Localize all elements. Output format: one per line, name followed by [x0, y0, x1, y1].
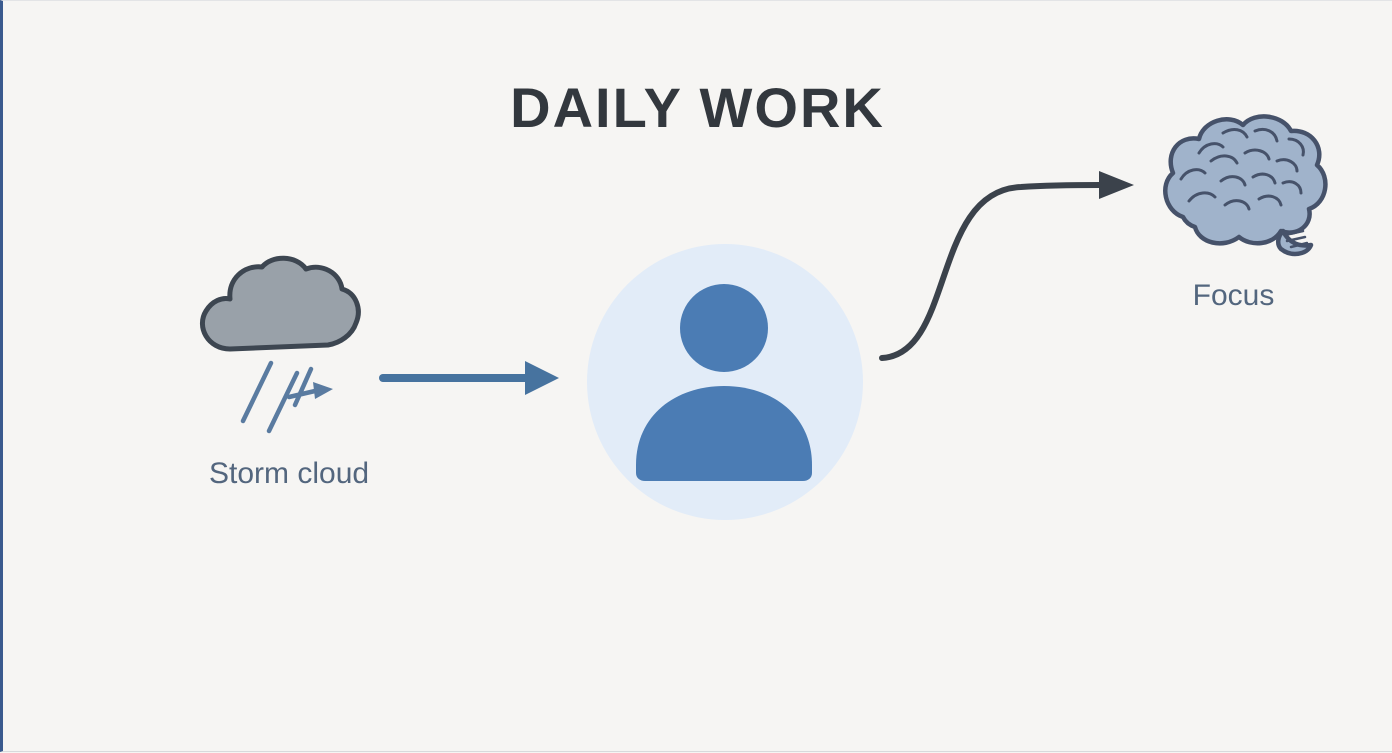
person-head — [680, 284, 768, 372]
brain-shape — [1163, 114, 1328, 246]
rain-lines-icon — [240, 360, 333, 434]
diagram-title: DAILY WORK — [510, 76, 885, 139]
rain-arrowhead — [313, 382, 333, 399]
storm-cloud-icon — [199, 255, 361, 352]
arrow-right-icon — [379, 361, 559, 395]
brain-folds — [1179, 127, 1305, 211]
diagram-graphics — [199, 114, 1328, 520]
brain-cerebellum-hatch — [1283, 229, 1309, 249]
curve-arrowhead — [1099, 171, 1134, 199]
brain-icon — [1163, 114, 1328, 257]
person-body — [636, 386, 812, 481]
curved-arrow-icon — [879, 171, 1134, 361]
cloud-shape — [199, 255, 361, 352]
person-icon — [587, 244, 863, 520]
storm-cloud-label: Storm cloud — [209, 457, 370, 490]
brain-stem — [1276, 228, 1314, 257]
focus-label: Focus — [1192, 279, 1275, 312]
arrowhead — [525, 361, 559, 395]
